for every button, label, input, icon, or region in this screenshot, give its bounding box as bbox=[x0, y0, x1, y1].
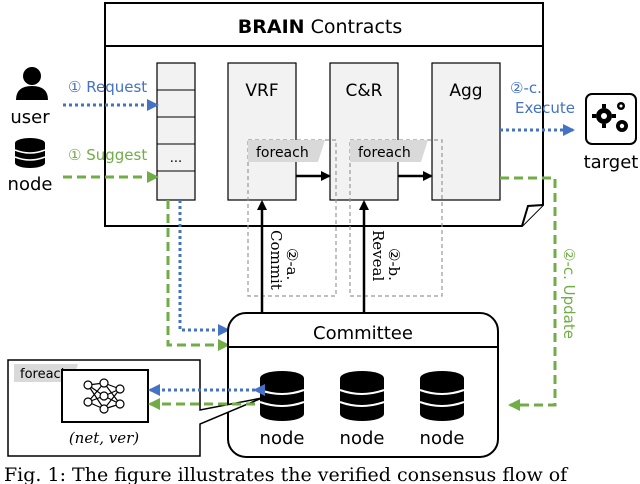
execute-step-label: ②-c. bbox=[510, 79, 542, 97]
module-vrf: VRF bbox=[227, 62, 297, 201]
user-label: user bbox=[10, 107, 50, 128]
database-icon bbox=[339, 371, 385, 421]
node-database-icon bbox=[14, 138, 46, 168]
update-arrow bbox=[500, 176, 557, 411]
committee-node-label: node bbox=[420, 428, 465, 449]
module-agg: Agg bbox=[431, 62, 501, 201]
module-agg-label: Agg bbox=[449, 81, 482, 101]
figure-caption: Fig. 1: The figure illustrates the verif… bbox=[4, 464, 569, 484]
committee-title: Committee bbox=[313, 323, 413, 344]
commit-step-label: ②-a. bbox=[283, 248, 301, 280]
update-label: ②-c. Update bbox=[560, 248, 578, 339]
callout-foreach-label: foreach bbox=[20, 367, 69, 382]
execute-label: Execute bbox=[515, 99, 575, 117]
module-vrf-label: VRF bbox=[245, 81, 278, 101]
queue-to-committee-blue bbox=[178, 200, 230, 336]
reveal-label: Reveal bbox=[369, 230, 387, 281]
model-callout: foreach (net, ver) bbox=[7, 359, 263, 457]
gear-icon bbox=[585, 93, 637, 145]
foreach-region-reveal: foreach bbox=[349, 139, 443, 297]
suggest-label: ① Suggest bbox=[68, 146, 147, 164]
commit-label: Commit bbox=[267, 230, 285, 290]
queue-to-committee-green bbox=[166, 200, 230, 351]
target-label: target bbox=[584, 152, 639, 173]
committee-node-1: node bbox=[259, 371, 305, 449]
request-label: ① Request bbox=[68, 78, 147, 96]
module-cr: C&R bbox=[329, 62, 399, 201]
database-icon bbox=[419, 371, 465, 421]
module-cr-label: C&R bbox=[346, 81, 383, 101]
request-queue: ... bbox=[156, 62, 196, 201]
node-label: node bbox=[8, 174, 53, 195]
foreach-region-commit: foreach bbox=[247, 139, 337, 297]
user-icon bbox=[16, 67, 48, 100]
foreach-label-reveal: foreach bbox=[358, 145, 411, 161]
foreach-label-commit: foreach bbox=[256, 145, 309, 161]
committee-node-label: node bbox=[260, 428, 305, 449]
database-icon bbox=[259, 371, 305, 421]
queue-ellipsis: ... bbox=[170, 151, 182, 166]
contract-title: BRAIN Contracts bbox=[238, 16, 402, 38]
committee-node-3: node bbox=[419, 371, 465, 449]
neural-network-icon bbox=[83, 378, 125, 414]
model-caption: (net, ver) bbox=[69, 429, 139, 447]
reveal-step-label: ②-b. bbox=[385, 248, 403, 281]
committee-node-2: node bbox=[339, 371, 385, 449]
committee-node-label: node bbox=[340, 428, 385, 449]
